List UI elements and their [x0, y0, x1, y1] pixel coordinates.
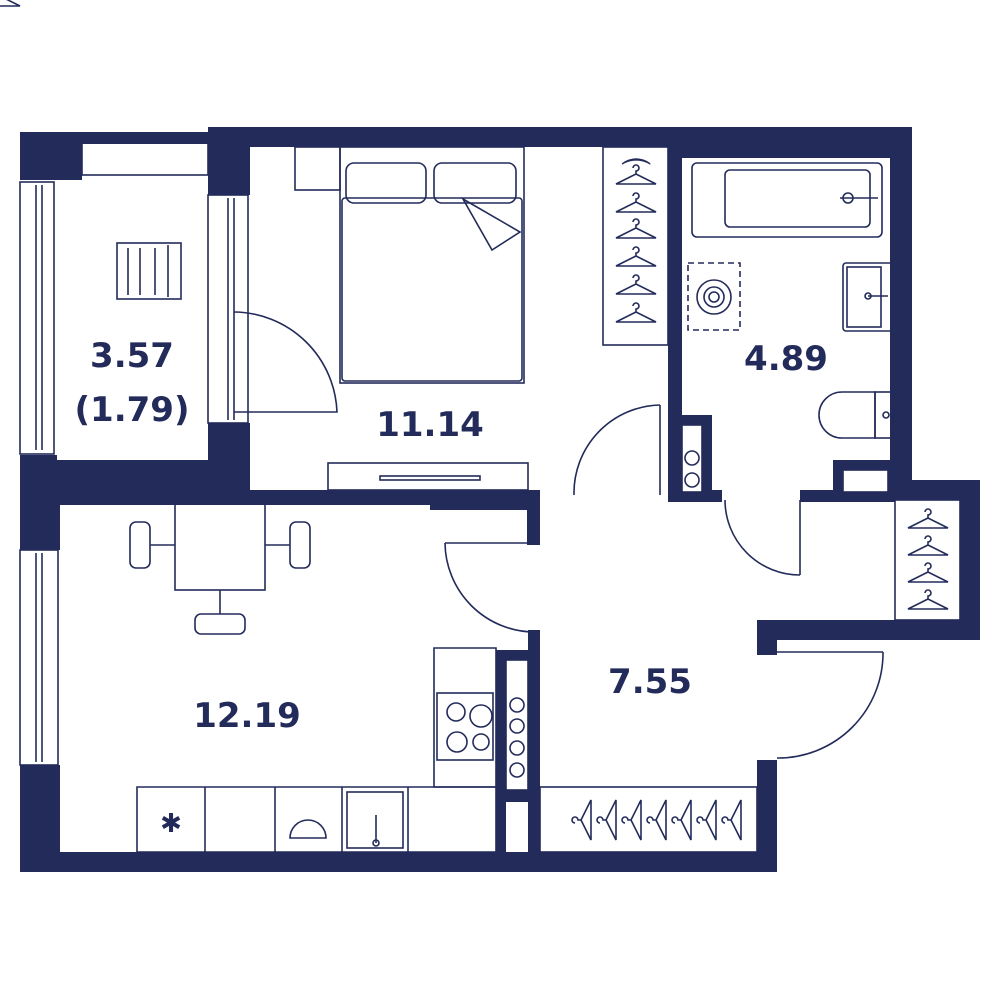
hanger-icons	[0, 0, 949, 841]
dishwasher-icon	[289, 819, 327, 839]
windows	[19, 181, 249, 766]
dining-table-icon	[129, 501, 311, 635]
bedroom-area-label: 11.14	[376, 405, 484, 445]
sink-icon	[842, 262, 894, 332]
doors	[233, 311, 884, 759]
stove-icon	[436, 692, 494, 761]
bathroom-area-label: 4.89	[744, 339, 828, 379]
lounge-chair-icon	[116, 242, 182, 300]
washing-machine-icon	[687, 262, 741, 331]
shaft-column	[505, 659, 529, 791]
closet-wardrobe	[894, 499, 961, 621]
kitchen-counter: ✱	[136, 647, 497, 853]
hall-wardrobe	[539, 786, 758, 853]
toilet-icon	[818, 391, 894, 439]
kitchen-area-label: 12.19	[193, 696, 301, 736]
bed-icon	[339, 146, 525, 384]
bathtub-icon	[691, 162, 883, 238]
fridge-snowflake-icon: ✱	[160, 809, 182, 838]
walls	[20, 127, 980, 872]
tv-console	[327, 462, 529, 491]
furniture: ⏜ ✱	[81, 142, 961, 853]
balcony-reduced-area-label: (1.79)	[75, 390, 190, 430]
hallway-area-label: 7.55	[608, 662, 692, 702]
balcony-area-label: 3.57	[90, 336, 174, 376]
svg-text:⏜: ⏜	[622, 158, 651, 192]
kitchen-sink-icon	[346, 791, 404, 849]
balcony-shelf	[81, 142, 209, 176]
nightstand	[294, 146, 341, 191]
wardrobe-bedroom: ⏜	[602, 146, 669, 346]
